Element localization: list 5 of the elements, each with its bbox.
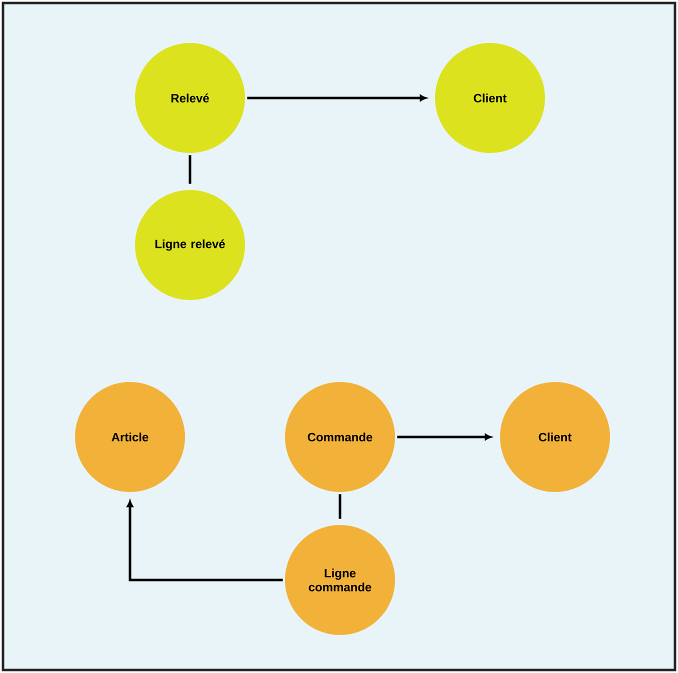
arrow xyxy=(126,500,283,582)
arrow xyxy=(397,434,492,440)
connector-line xyxy=(188,155,192,184)
connector-line xyxy=(338,494,342,519)
arrow xyxy=(247,94,427,102)
